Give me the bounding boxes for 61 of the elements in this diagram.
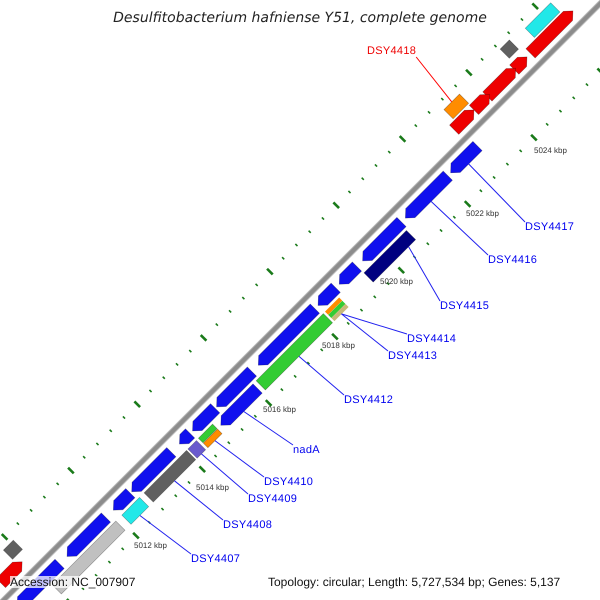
gene-bar (324, 298, 349, 322)
gene-bar (198, 424, 218, 444)
gene-bar (144, 450, 196, 502)
gene-feature (258, 304, 320, 366)
leader-line (200, 453, 248, 494)
gene-bar (202, 428, 222, 448)
gene-label: DSY4408 (223, 520, 272, 531)
position-label: 5014 kbp (196, 484, 229, 492)
leader-line (430, 201, 488, 256)
gene-label: DSY4418 (367, 46, 416, 57)
gene-label: nadA (293, 445, 320, 456)
position-label: 5016 kbp (263, 406, 296, 414)
gene-feature (192, 403, 220, 432)
leader-line (139, 515, 192, 554)
position-label: 5012 kbp (134, 542, 167, 550)
gene-bar (2, 540, 23, 560)
leader-line (214, 440, 264, 478)
info-text: Accession: NC_007907 (10, 576, 136, 588)
gene-bar (121, 497, 150, 525)
gene-feature (66, 512, 111, 557)
leader-line (340, 313, 388, 352)
position-label: 5022 kbp (466, 210, 499, 218)
leader-line (243, 411, 294, 446)
gene-feature (113, 488, 136, 510)
gene-label: DSY4413 (388, 351, 438, 362)
gene-feature (450, 140, 483, 174)
gene-label: DSY4409 (248, 494, 298, 505)
gene-label: DSY4416 (488, 255, 538, 266)
leader-line (298, 356, 344, 396)
gene-feature (318, 282, 341, 306)
gene-feature (509, 56, 528, 75)
gene-feature (216, 366, 257, 408)
gene-label: DSY4407 (191, 554, 240, 565)
leader-line (408, 246, 440, 302)
leader-line (174, 480, 224, 520)
leader-line (468, 164, 526, 222)
gene-bar (524, 2, 560, 38)
gene-feature (362, 216, 406, 262)
gene-feature (449, 110, 474, 135)
gene-feature (468, 94, 490, 115)
position-label: 5018 kbp (322, 342, 355, 350)
position-label: 5020 kbp (380, 278, 413, 286)
gene-label: DSY4417 (525, 222, 574, 233)
gene-bar (443, 94, 470, 120)
leader-line (340, 313, 408, 334)
gene-feature (405, 170, 453, 218)
gene-label: DSY4412 (344, 395, 394, 406)
gene-feature (526, 10, 574, 58)
gene-feature (482, 68, 516, 102)
map-title: Desulfitobacterium hafniense Y51, complete genome (113, 11, 487, 25)
leader-line (416, 56, 452, 102)
gene-bar (188, 440, 206, 459)
gene-feature (179, 428, 196, 444)
gene-bar (500, 40, 519, 59)
info-text: Topology: circular; Length: 5,727,534 bp; Genes: 5,137 (268, 576, 560, 588)
gene-feature (338, 262, 362, 285)
gene-label: DSY4410 (264, 477, 314, 488)
gene-label: DSY4415 (440, 301, 490, 312)
gene-feature (131, 447, 176, 492)
gene-label: DSY4414 (407, 334, 456, 345)
position-label: 5024 kbp (534, 147, 567, 155)
